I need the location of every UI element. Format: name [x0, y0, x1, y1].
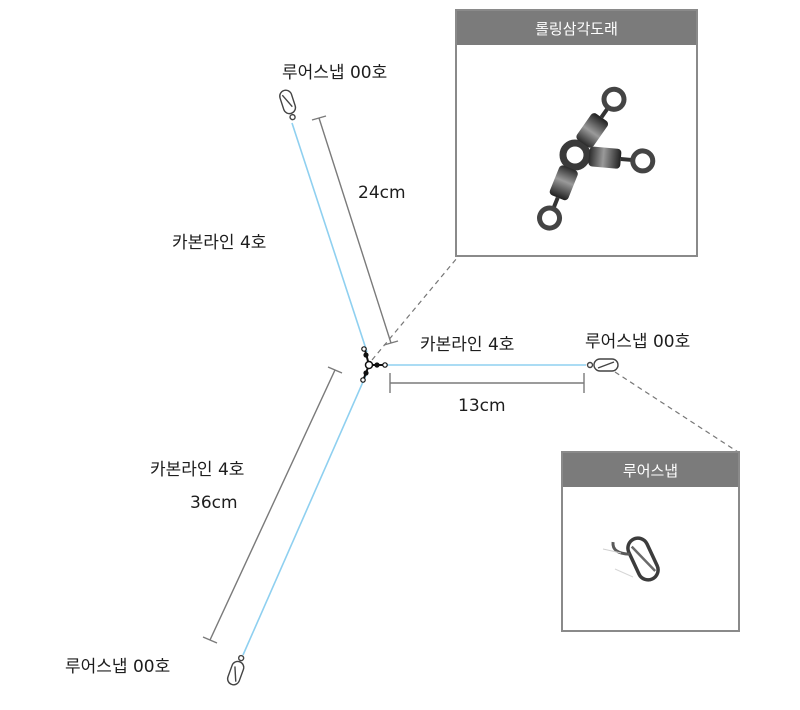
leader-line-snap	[614, 371, 739, 453]
snap-top-icon	[279, 89, 297, 121]
snap-right-icon	[586, 358, 619, 372]
line-right-label: 카본라인 4호	[420, 335, 515, 355]
length-top-label: 24cm	[358, 183, 406, 203]
line-top	[291, 122, 368, 353]
leader-line-swivel	[371, 251, 463, 361]
dimension-right	[389, 373, 585, 393]
swivel-inset: 롤링삼각도래	[455, 9, 698, 257]
snap-right-label: 루어스냅 00호	[585, 332, 691, 352]
swivel-icon	[360, 346, 388, 383]
snap-top-label: 루어스냅 00호	[282, 63, 388, 83]
three-way-swivel-photo-icon	[537, 86, 656, 231]
snap-bottom-label: 루어스냅 00호	[65, 657, 171, 677]
length-right-label: 13cm	[458, 396, 506, 416]
line-bottom	[242, 374, 367, 656]
line-bottom-label: 카본라인 4호	[150, 460, 245, 480]
snap-bottom-icon	[226, 654, 245, 686]
dimension-bottom	[202, 366, 343, 644]
line-top-label: 카본라인 4호	[172, 233, 267, 253]
swivel-inset-title: 롤링삼각도래	[457, 11, 696, 45]
snap-inset-title: 루어스냅	[563, 453, 738, 487]
dimension-top	[311, 115, 399, 346]
snap-photo-icon	[602, 536, 660, 582]
snap-inset: 루어스냅	[561, 451, 740, 632]
length-bottom-label: 36cm	[190, 493, 238, 513]
